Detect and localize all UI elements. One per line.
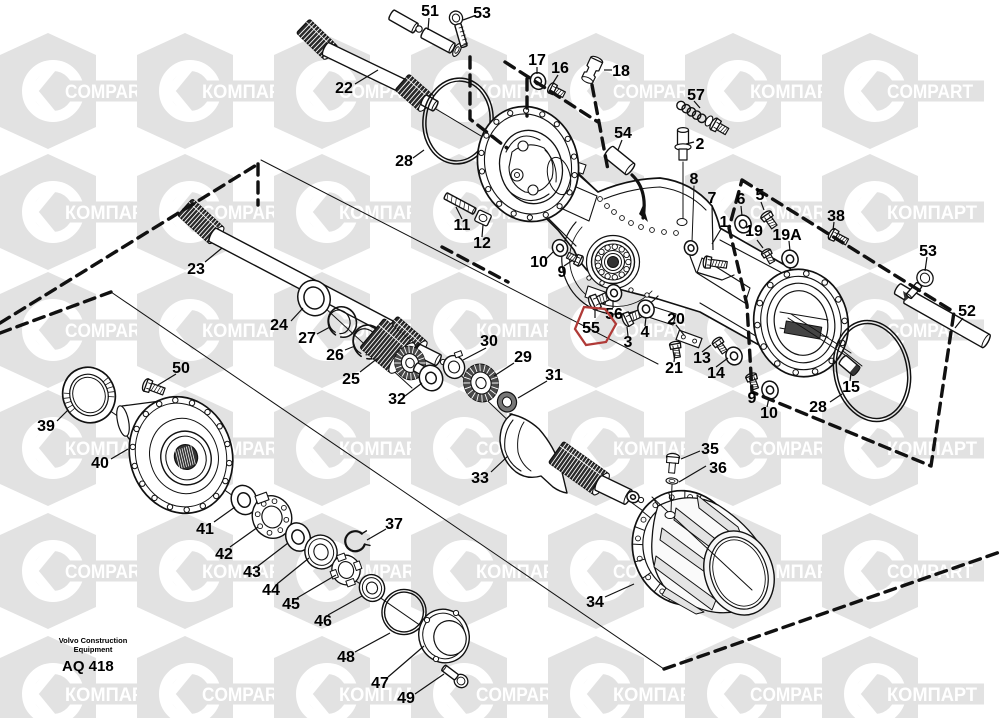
svg-text:КОМПАРТ: КОМПАРТ	[887, 684, 977, 706]
svg-text:КОМПАРТ: КОМПАРТ	[202, 561, 292, 583]
svg-text:КОМПАРТ: КОМПАРТ	[339, 684, 429, 706]
svg-text:КОМПАРТ: КОМПАРТ	[65, 684, 155, 706]
svg-text:КОМПАРТ: КОМПАРТ	[613, 684, 703, 706]
svg-text:31: 31	[545, 367, 563, 384]
svg-text:COMPART: COMPART	[65, 81, 151, 103]
svg-text:COMPART: COMPART	[750, 438, 836, 460]
svg-text:20: 20	[667, 311, 685, 328]
svg-text:Volvo Construction: Volvo Construction	[59, 636, 128, 645]
svg-text:35: 35	[701, 441, 719, 458]
svg-text:40: 40	[91, 455, 109, 472]
svg-text:23: 23	[187, 261, 205, 278]
svg-text:38: 38	[827, 208, 845, 225]
svg-text:1: 1	[720, 214, 729, 231]
svg-text:39: 39	[37, 418, 55, 435]
svg-text:КОМПАРТ: КОМПАРТ	[339, 438, 429, 460]
svg-text:17: 17	[528, 52, 546, 69]
svg-text:53: 53	[919, 243, 937, 260]
svg-text:10: 10	[530, 254, 548, 271]
svg-text:36: 36	[709, 460, 727, 477]
svg-text:42: 42	[215, 546, 233, 563]
svg-text:46: 46	[314, 613, 332, 630]
svg-text:9: 9	[748, 390, 757, 407]
svg-text:30: 30	[480, 333, 498, 350]
svg-text:COMPART: COMPART	[65, 561, 151, 583]
svg-text:34: 34	[586, 594, 604, 611]
svg-text:COMPART: COMPART	[750, 684, 836, 706]
svg-text:14: 14	[707, 365, 725, 382]
svg-text:5: 5	[756, 187, 765, 204]
svg-text:2: 2	[696, 136, 705, 153]
svg-text:18: 18	[612, 63, 630, 80]
svg-text:7: 7	[708, 190, 717, 207]
svg-text:AQ 418: AQ 418	[62, 658, 114, 675]
svg-text:48: 48	[337, 649, 355, 666]
svg-text:КОМПАРТ: КОМПАРТ	[65, 202, 155, 224]
svg-text:КОМПАРТ: КОМПАРТ	[887, 202, 977, 224]
svg-text:COMPART: COMPART	[476, 684, 562, 706]
svg-text:55: 55	[582, 320, 600, 337]
svg-text:6: 6	[737, 191, 746, 208]
svg-text:45: 45	[282, 596, 300, 613]
svg-text:4: 4	[641, 324, 650, 341]
svg-text:49: 49	[397, 690, 415, 707]
svg-text:15: 15	[842, 379, 860, 396]
svg-text:44: 44	[262, 582, 280, 599]
svg-text:37: 37	[385, 516, 403, 533]
svg-text:КОМПАРТ: КОМПАРТ	[750, 81, 840, 103]
svg-text:8: 8	[690, 171, 699, 188]
svg-text:КОМПАРТ: КОМПАРТ	[476, 320, 566, 342]
svg-text:13: 13	[693, 350, 711, 367]
svg-text:51: 51	[421, 3, 439, 20]
svg-text:9: 9	[558, 264, 567, 281]
svg-text:COMPART: COMPART	[202, 202, 288, 224]
svg-text:COMPART: COMPART	[887, 561, 973, 583]
svg-text:41: 41	[196, 521, 214, 538]
svg-text:3: 3	[624, 334, 633, 351]
svg-text:COMPART: COMPART	[202, 684, 288, 706]
svg-text:КОМПАРТ: КОМПАРТ	[613, 438, 703, 460]
svg-text:28: 28	[395, 153, 413, 170]
svg-text:27: 27	[298, 330, 316, 347]
svg-text:КОМПАРТ: КОМПАРТ	[202, 320, 292, 342]
svg-text:24: 24	[270, 317, 288, 334]
svg-text:21: 21	[665, 360, 683, 377]
svg-text:19: 19	[745, 223, 763, 240]
svg-text:25: 25	[342, 371, 360, 388]
svg-text:10: 10	[760, 405, 778, 422]
svg-text:47: 47	[371, 675, 389, 692]
svg-text:54: 54	[614, 125, 632, 142]
svg-text:12: 12	[473, 235, 491, 252]
svg-text:COMPART: COMPART	[613, 81, 699, 103]
svg-text:КОМПАРТ: КОМПАРТ	[202, 81, 292, 103]
svg-text:26: 26	[326, 347, 344, 364]
svg-text:11: 11	[454, 217, 471, 234]
svg-text:22: 22	[335, 80, 353, 97]
svg-text:16: 16	[551, 60, 569, 77]
svg-text:COMPART: COMPART	[887, 81, 973, 103]
svg-text:КОМПАРТ: КОМПАРТ	[339, 202, 429, 224]
svg-text:Equipment: Equipment	[74, 645, 113, 654]
svg-text:32: 32	[388, 391, 406, 408]
svg-text:29: 29	[514, 349, 532, 366]
svg-text:19A: 19A	[772, 227, 802, 244]
svg-text:COMPART: COMPART	[65, 320, 151, 342]
svg-text:43: 43	[243, 564, 261, 581]
svg-text:57: 57	[687, 87, 705, 104]
svg-text:33: 33	[471, 470, 489, 487]
svg-text:50: 50	[172, 360, 190, 377]
svg-text:53: 53	[473, 5, 491, 22]
svg-text:56: 56	[605, 306, 623, 323]
svg-text:52: 52	[958, 303, 976, 320]
svg-text:28: 28	[809, 399, 827, 416]
